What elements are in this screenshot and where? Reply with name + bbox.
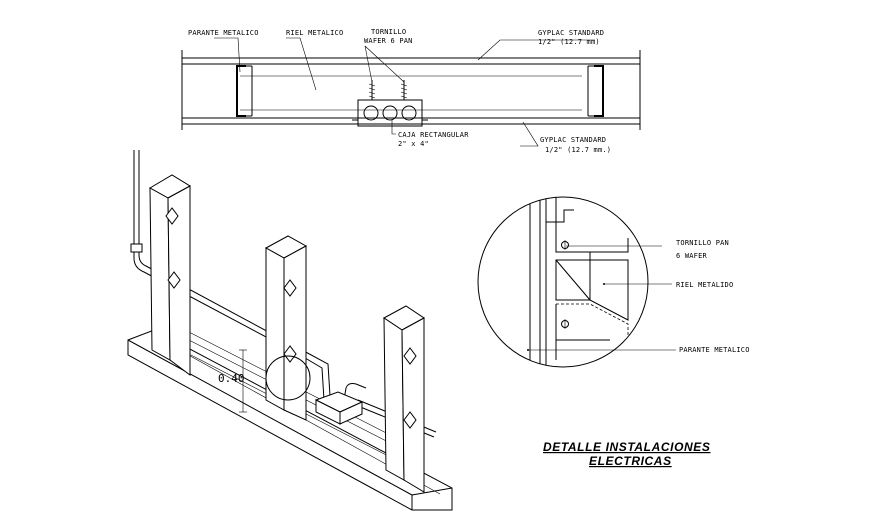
left-stud-section [236, 65, 253, 117]
plan-section: PARANTE METALICO RIEL METALICO TORNILLO … [181, 28, 641, 154]
label-tornillo-line2: WAFER 6 PAN [364, 37, 413, 45]
dimension-height: 0.40 [218, 349, 247, 413]
label-gyplac-bottom-line2: 1/2" (12.7 mm.) [545, 146, 611, 154]
label-gyplac-bottom-line1: GYPLAC STANDARD [540, 136, 606, 144]
stud-right [383, 305, 425, 493]
title-line1: DETALLE INSTALACIONES [543, 440, 711, 454]
detail-callout-circle [265, 355, 311, 401]
isometric-view: 0.40 [127, 150, 453, 511]
electrical-box-section [352, 80, 428, 127]
label-riel-metalico: RIEL METALICO [286, 29, 343, 37]
iso-electrical-box [314, 391, 364, 425]
label-parante-metalico: PARANTE METALICO [188, 29, 259, 37]
right-stud-section [587, 65, 604, 117]
title-line2: ELECTRICAS [589, 454, 672, 468]
detail-label-parante-metalico: PARANTE METALICO [679, 346, 750, 354]
stud-middle [264, 235, 308, 421]
label-gyplac-top-line2: 1/2" (12.7 mm) [538, 38, 600, 46]
label-tornillo-line1: TORNILLO [371, 28, 406, 36]
label-caja-line2: 2" x 4" [398, 140, 429, 148]
stud-left [148, 174, 191, 376]
detail-view: TORNILLO PAN 6 WAFER RIEL METALIDO PARAN… [477, 196, 750, 368]
label-caja-line1: CAJA RECTANGULAR [398, 131, 469, 139]
drawing-title: DETALLE INSTALACIONES ELECTRICAS [543, 440, 711, 468]
label-gyplac-top-line1: GYPLAC STANDARD [538, 29, 604, 37]
dimension-label: 0.40 [218, 372, 245, 385]
detail-label-riel-metalido: RIEL METALIDO [676, 281, 733, 289]
detail-label-tornillo-line2: 6 WAFER [676, 252, 707, 260]
detail-label-tornillo-line1: TORNILLO PAN [676, 239, 729, 247]
